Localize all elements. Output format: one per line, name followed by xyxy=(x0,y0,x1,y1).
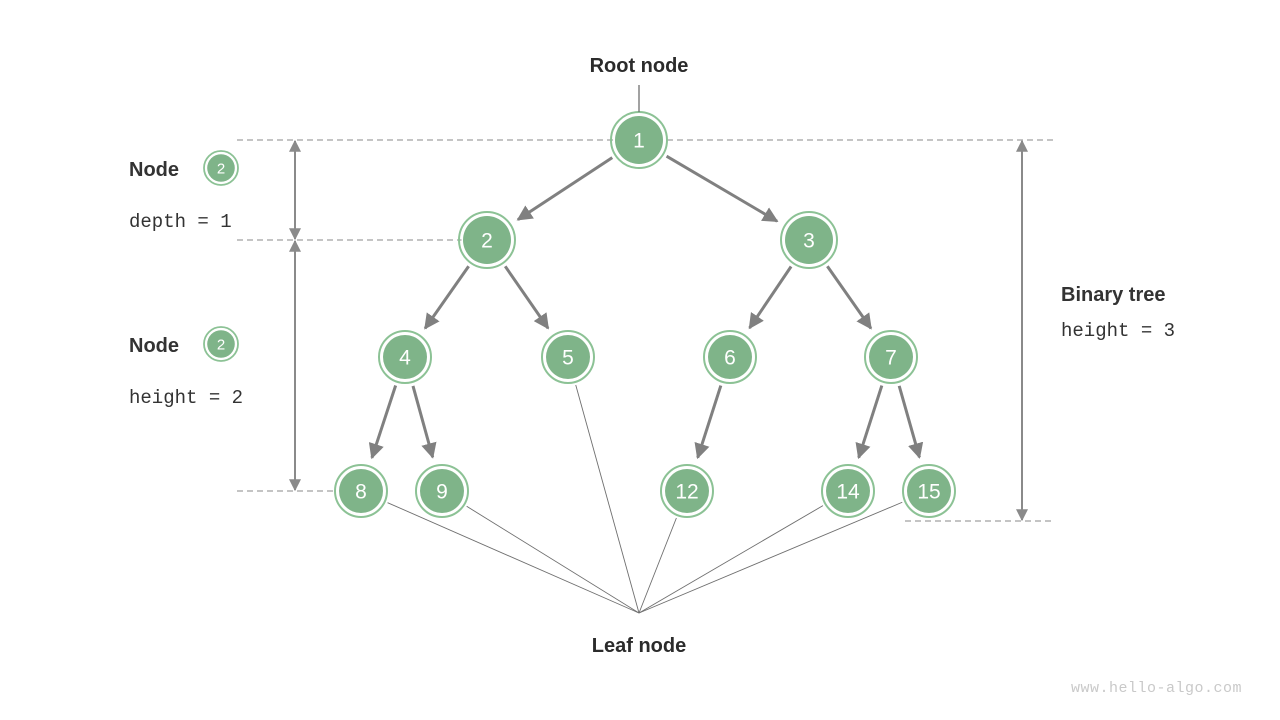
tree-node-7[interactable]: 7 xyxy=(864,330,918,384)
node-value: 9 xyxy=(436,481,448,504)
tree-node-4[interactable]: 4 xyxy=(378,330,432,384)
edge-n4-n9 xyxy=(411,385,437,459)
leaf-leader-n9 xyxy=(466,505,640,614)
annotation-depth: Node 2 depth = 1 xyxy=(129,150,239,233)
leaf-leader-n15 xyxy=(638,501,903,614)
watermark: www.hello-algo.com xyxy=(1071,680,1242,697)
tree-node-1[interactable]: 1 xyxy=(610,111,668,169)
leaf-leader-lines xyxy=(387,384,903,614)
annotation-badge-ring xyxy=(203,150,239,186)
tree-node-12[interactable]: 12 xyxy=(660,464,714,518)
guide-lines xyxy=(237,139,1055,522)
node-ring xyxy=(660,464,714,518)
edge-n4-n8 xyxy=(368,385,398,460)
tree-node-9[interactable]: 9 xyxy=(415,464,469,518)
leaf-leader-n12 xyxy=(638,517,677,614)
annotation-title: Binary tree xyxy=(1061,284,1166,306)
annotation-badge-ring xyxy=(203,326,239,362)
node-value: 12 xyxy=(675,481,698,504)
annotation-title: Node xyxy=(129,335,179,357)
tree-node-2[interactable]: 2 xyxy=(458,211,516,269)
leaf-leader-n14 xyxy=(638,505,824,614)
node-disc xyxy=(546,335,590,379)
annotation-tree-height: Binary tree height = 3 xyxy=(1061,284,1175,342)
edge-n2-n5 xyxy=(503,265,550,330)
node-disc xyxy=(869,335,913,379)
node-value: 5 xyxy=(562,347,574,370)
node-ring xyxy=(821,464,875,518)
node-ring xyxy=(458,211,516,269)
node-disc xyxy=(907,469,951,513)
tree-node-14[interactable]: 14 xyxy=(821,464,875,518)
edge-n6-n12 xyxy=(694,385,723,460)
leaf-leader-n8 xyxy=(387,502,640,614)
root-node-label: Root node xyxy=(590,55,689,77)
edge-n7-n14 xyxy=(855,385,884,460)
edge-n2-n4 xyxy=(423,265,470,330)
node-disc xyxy=(615,116,663,164)
node-disc xyxy=(463,216,511,264)
node-disc xyxy=(420,469,464,513)
annotation-badge-value: 2 xyxy=(217,161,225,178)
annotation-title: Node xyxy=(129,159,179,181)
node-value: 1 xyxy=(633,130,645,153)
node-ring xyxy=(378,330,432,384)
tree-node-5[interactable]: 5 xyxy=(541,330,595,384)
node-ring xyxy=(703,330,757,384)
annotations: Node 2 depth = 1 Node 2 height = 2 Binary tree… xyxy=(129,150,1175,409)
node-disc xyxy=(339,469,383,513)
root-callout: Root node xyxy=(590,55,689,112)
node-ring xyxy=(864,330,918,384)
node-ring xyxy=(902,464,956,518)
node-ring xyxy=(541,330,595,384)
node-value: 15 xyxy=(917,481,940,504)
node-ring xyxy=(415,464,469,518)
node-value: 4 xyxy=(399,347,411,370)
tree-edges xyxy=(368,154,924,460)
annotation-badge-value: 2 xyxy=(217,337,225,354)
annotation-code: height = 2 xyxy=(129,387,243,409)
annotation-code: height = 3 xyxy=(1061,320,1175,342)
node-value: 14 xyxy=(836,481,860,504)
node-value: 6 xyxy=(724,347,736,370)
node-disc xyxy=(785,216,833,264)
edge-n3-n6 xyxy=(748,265,793,330)
node-value: 3 xyxy=(803,230,815,253)
leaf-callout: Leaf node xyxy=(592,635,686,657)
node-ring xyxy=(780,211,838,269)
leaf-leader-n5 xyxy=(575,384,640,614)
node-ring xyxy=(334,464,388,518)
annotation-height: Node 2 height = 2 xyxy=(129,326,243,409)
annotation-code: depth = 1 xyxy=(129,211,232,233)
node-disc xyxy=(383,335,427,379)
edge-n1-n3 xyxy=(665,154,779,223)
node-value: 8 xyxy=(355,481,367,504)
leaf-node-label: Leaf node xyxy=(592,635,686,657)
node-value: 2 xyxy=(481,230,493,253)
annotation-badge-disc xyxy=(207,154,235,182)
tree-node-3[interactable]: 3 xyxy=(780,211,838,269)
node-disc xyxy=(665,469,709,513)
tree-node-6[interactable]: 6 xyxy=(703,330,757,384)
edge-n3-n7 xyxy=(826,265,873,330)
node-disc xyxy=(708,335,752,379)
edge-n1-n2 xyxy=(516,156,614,221)
measure-arrows xyxy=(289,139,1028,522)
node-value: 7 xyxy=(885,347,897,370)
edge-n7-n15 xyxy=(897,385,924,459)
tree-node-15[interactable]: 15 xyxy=(902,464,956,518)
annotation-badge-disc xyxy=(207,330,235,358)
tree-node-8[interactable]: 8 xyxy=(334,464,388,518)
node-disc xyxy=(826,469,870,513)
